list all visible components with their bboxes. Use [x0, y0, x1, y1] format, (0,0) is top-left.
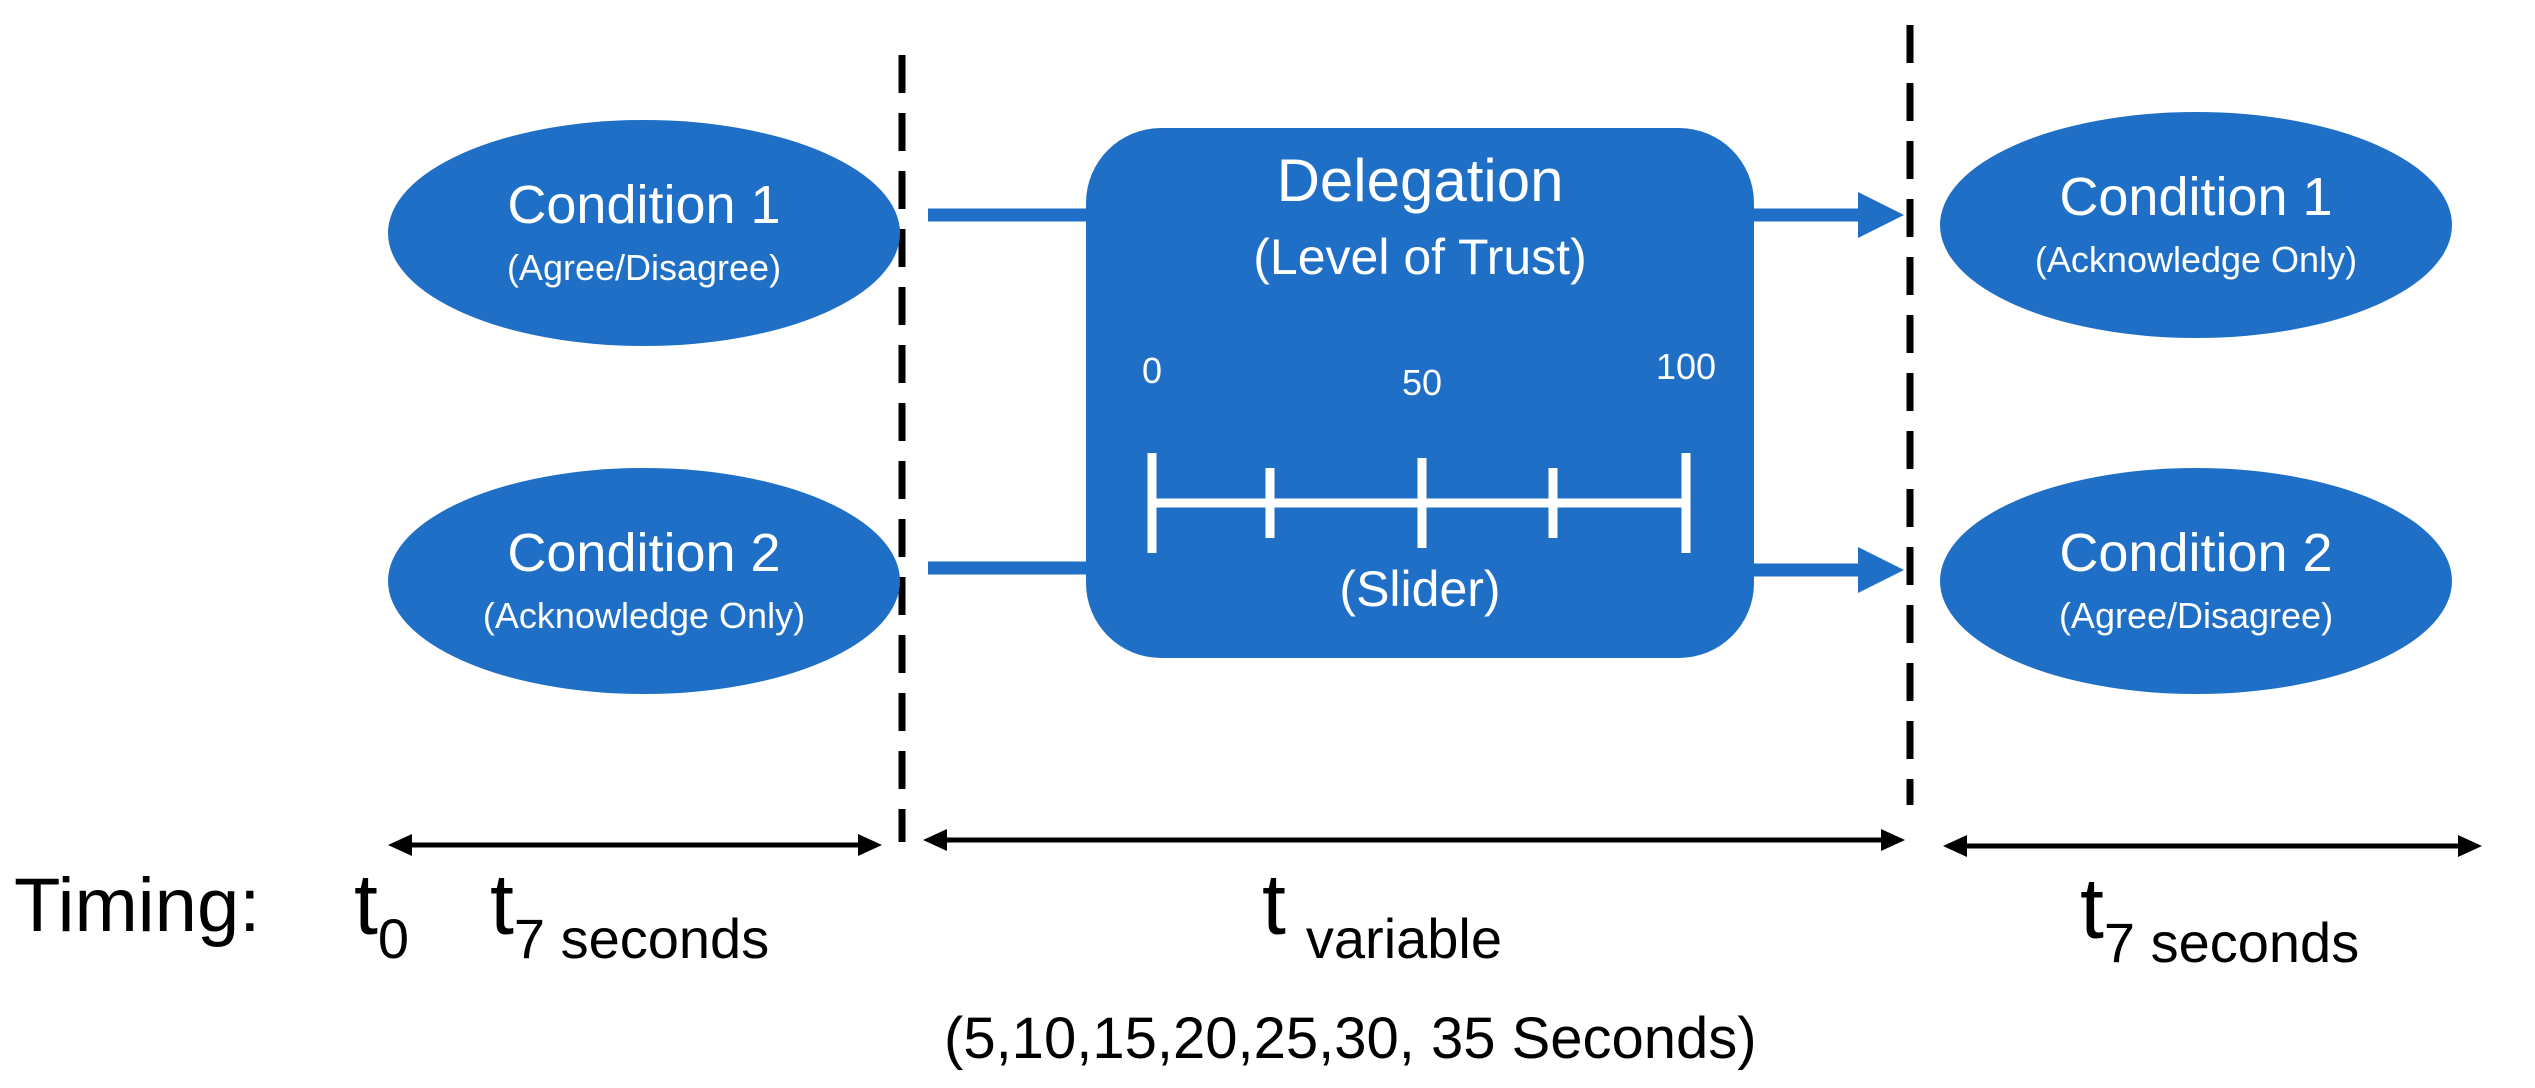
right-condition-2-title: Condition 2 — [2059, 522, 2333, 583]
trust-slider-scale — [1147, 453, 1691, 553]
timing-t-variable-note: (5,10,15,20,25,30, 35 Seconds) — [944, 1006, 1757, 1071]
left-condition-1-ellipse: Condition 1 (Agree/Disagree) — [388, 120, 900, 346]
scale-label-50: 50 — [1401, 362, 1443, 403]
timing-t-variable-sub: variable — [1305, 907, 1503, 970]
delegation-box: Delegation (Level of Trust) 0 50 100 (Sl… — [1086, 128, 1754, 658]
arrowhead-condition-1 — [1858, 192, 1904, 238]
right-condition-2-ellipse: Condition 2 (Agree/Disagree) — [1940, 468, 2452, 694]
scale-label-0: 0 — [1141, 350, 1163, 391]
left-condition-2-subtitle: (Acknowledge Only) — [482, 595, 806, 637]
timing-arrow-right — [1943, 835, 2482, 857]
timing-t7-left-sub: 7 seconds — [513, 907, 770, 970]
timing-t7-left: t7 seconds — [490, 862, 769, 967]
timing-label: Timing: — [14, 863, 261, 948]
slider-caption: (Slider) — [1339, 561, 1501, 617]
timing-t0: t0 — [354, 862, 409, 967]
delegation-title: Delegation — [1276, 147, 1564, 214]
left-condition-1-subtitle: (Agree/Disagree) — [506, 247, 782, 289]
timing-t7-right: t7 seconds — [2080, 866, 2359, 971]
timing-t7-left-base: t — [490, 857, 514, 953]
timing-t7-right-base: t — [2080, 861, 2104, 957]
right-condition-1-title: Condition 1 — [2059, 166, 2333, 227]
timing-t0-sub: 0 — [377, 907, 410, 970]
timing-arrow-left — [388, 834, 882, 856]
arrowhead-condition-2 — [1858, 547, 1904, 593]
timing-arrow-middle — [923, 829, 1905, 851]
scale-label-100: 100 — [1655, 346, 1717, 387]
right-condition-2-subtitle: (Agree/Disagree) — [2058, 595, 2334, 637]
timing-t0-base: t — [354, 857, 378, 953]
right-condition-1-ellipse: Condition 1 (Acknowledge Only) — [1940, 112, 2452, 338]
left-condition-2-title: Condition 2 — [507, 522, 781, 583]
timing-t-variable-base: t — [1262, 857, 1286, 953]
timing-t7-right-sub: 7 seconds — [2103, 911, 2360, 974]
left-condition-2-ellipse: Condition 2 (Acknowledge Only) — [388, 468, 900, 694]
right-condition-1-subtitle: (Acknowledge Only) — [2034, 239, 2358, 281]
left-condition-1-title: Condition 1 — [507, 174, 781, 235]
delegation-subtitle: (Level of Trust) — [1253, 229, 1587, 285]
